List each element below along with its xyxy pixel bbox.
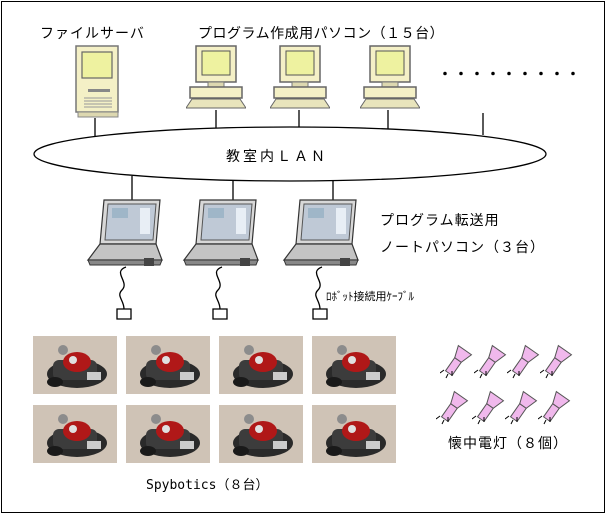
flashlight-icon — [471, 386, 508, 430]
robot-photo — [126, 336, 210, 398]
robot-photo — [312, 336, 396, 398]
program-pcs-label: プログラム作成用パソコン（１５台） — [198, 26, 445, 42]
laptop-icon — [280, 198, 360, 272]
cable-2 — [212, 266, 228, 320]
laptop-icon — [84, 198, 164, 272]
robot-photo — [126, 405, 210, 467]
desktop-pc-icon — [185, 44, 247, 116]
desktop-pc-icon — [359, 44, 421, 116]
flashlight-icon — [435, 386, 472, 430]
flashlight-icon — [537, 386, 574, 430]
flashlight-icon — [439, 340, 476, 384]
file-server-label: ファイルサーバ — [40, 26, 145, 42]
cable-3 — [312, 266, 328, 320]
lan-label: 教室内ＬＡＮ — [226, 149, 328, 165]
robot-photo — [33, 336, 117, 398]
laptop-icon — [180, 198, 260, 272]
robot-photo — [312, 405, 396, 467]
flashlight-icon — [506, 340, 543, 384]
cable-1 — [116, 266, 132, 320]
file-server-icon — [74, 44, 122, 124]
robot-photo — [219, 405, 303, 467]
robot-photo — [33, 405, 117, 467]
robot-cable-label: ﾛﾎﾞｯﾄ接続用ｹｰﾌﾞﾙ — [326, 290, 414, 303]
transfer-pcs-label-line1: プログラム転送用 — [380, 213, 500, 229]
lan-ellipse — [33, 126, 547, 182]
spybotics-label: Spybotics（８台） — [146, 478, 269, 493]
flashlights-label: 懐中電灯（８個） — [448, 436, 568, 452]
ellipsis-label: ・・・・・・・・・ — [438, 67, 582, 83]
flashlight-icon — [539, 340, 576, 384]
robot-photo — [219, 336, 303, 398]
flashlight-icon — [473, 340, 510, 384]
transfer-pcs-label-line2: ノートパソコン（３台） — [380, 240, 545, 256]
desktop-pc-icon — [269, 44, 331, 116]
flashlight-icon — [504, 386, 541, 430]
